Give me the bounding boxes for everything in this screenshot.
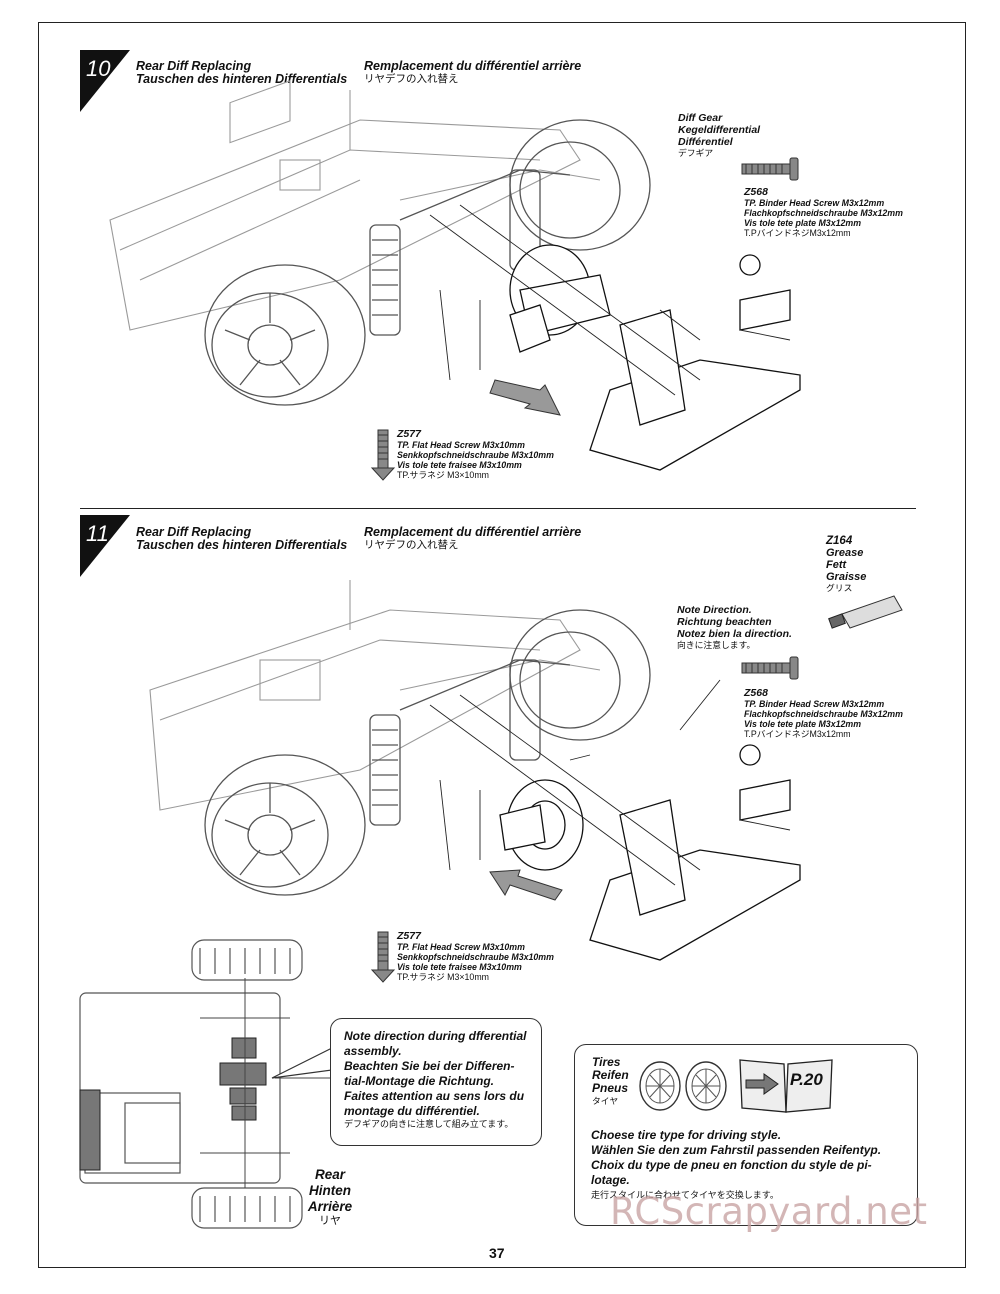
z577-label-de: Senkkopfschneidschraube M3x10mm bbox=[397, 450, 554, 460]
tires-label-jp: タイヤ bbox=[592, 1096, 619, 1106]
step-title-fr: Remplacement du différentiel arrière bbox=[364, 525, 582, 539]
step-title-en: Rear Diff Replacing bbox=[136, 525, 252, 539]
diff-gear-label-de: Kegeldifferential bbox=[678, 124, 761, 136]
z568-label-de: Flachkopfschneidschraube M3x12mm bbox=[744, 709, 903, 719]
z577-code: Z577 bbox=[397, 930, 421, 942]
top-view-chassis-illustration bbox=[79, 939, 330, 1229]
z577-label-jp: TP.サラネジ M3×10mm bbox=[397, 972, 489, 982]
grease-label-jp: グリス bbox=[826, 583, 853, 593]
rear-label-de: Hinten bbox=[309, 1183, 351, 1198]
watermark: RCScrapyard.net bbox=[610, 1190, 928, 1233]
note-direction-jp: 向きに注意します。 bbox=[677, 640, 756, 650]
grease-label-de: Fett bbox=[826, 559, 847, 571]
note-direction-en: Note Direction. bbox=[677, 604, 752, 616]
z568-label-fr: Vis tole tete plate M3x12mm bbox=[744, 218, 862, 228]
tires-note-fr: Choix du type de pneu en fonction du sty… bbox=[591, 1158, 872, 1187]
z568-code: Z568 bbox=[744, 687, 768, 699]
assembly-note-fr: Faites attention au sens lors du montage… bbox=[344, 1089, 525, 1118]
tires-label-de: Reifen bbox=[592, 1068, 629, 1082]
rear-label-fr: Arrière bbox=[307, 1199, 353, 1214]
rear-label-en: Rear bbox=[314, 1167, 346, 1182]
step-title-de: Tauschen des hinteren Differentials bbox=[136, 538, 348, 552]
assembly-note-jp: デフギアの向きに注意して組み立てます。 bbox=[344, 1119, 514, 1129]
chassis-illustration bbox=[109, 80, 801, 471]
assembly-note-box bbox=[330, 1018, 542, 1146]
tires-note-de: Wählen Sie den zum Fahrstil passenden Re… bbox=[591, 1143, 882, 1157]
screw-z577-icon bbox=[370, 931, 396, 983]
step-title-jp: リヤデフの入れ替え bbox=[364, 539, 459, 551]
grease-code: Z164 bbox=[826, 535, 853, 547]
step-number-badge bbox=[80, 515, 130, 577]
rear-label: Rear Hinten Arrière リヤ bbox=[300, 1167, 360, 1227]
diff-gear-label-jp: デフギア bbox=[678, 148, 714, 158]
step-title-en: Rear Diff Replacing bbox=[136, 59, 252, 73]
tires-note-jp: 走行スタイルに合わせてタイヤを交換します。 bbox=[591, 1190, 779, 1200]
z577-code: Z577 bbox=[397, 428, 421, 440]
z568-label-en: TP. Binder Head Screw M3x12mm bbox=[744, 198, 885, 208]
step-number: 10 bbox=[86, 56, 111, 81]
z568-label-fr: Vis tole tete plate M3x12mm bbox=[744, 719, 862, 729]
tire-icon bbox=[639, 1061, 681, 1111]
tire-icon bbox=[685, 1061, 727, 1111]
step-title-jp: リヤデフの入れ替え bbox=[364, 73, 459, 85]
assembly-note-de: Beachten Sie bei der Differen- tial-Mont… bbox=[344, 1059, 515, 1088]
grease-tube-icon bbox=[828, 595, 903, 629]
section-divider bbox=[80, 508, 916, 509]
diff-gear-label-en: Diff Gear bbox=[678, 112, 723, 124]
z577-label-jp: TP.サラネジ M3×10mm bbox=[397, 470, 489, 480]
step-title-fr: Remplacement du différentiel arrière bbox=[364, 59, 582, 73]
rear-label-jp: リヤ bbox=[319, 1215, 341, 1227]
z577-label-en: TP. Flat Head Screw M3x10mm bbox=[397, 440, 525, 450]
z568-label-en: TP. Binder Head Screw M3x12mm bbox=[744, 699, 885, 709]
page-number: 37 bbox=[489, 1245, 505, 1261]
z577-label-de: Senkkopfschneidschraube M3x10mm bbox=[397, 952, 554, 962]
screw-z568-icon bbox=[741, 157, 799, 181]
assembly-note-en: Note direction during dfferential assemb… bbox=[344, 1029, 527, 1058]
z568-label-de: Flachkopfschneidschraube M3x12mm bbox=[744, 208, 903, 218]
note-direction-fr: Notez bien la direction. bbox=[677, 628, 792, 640]
page-reference: P.20 bbox=[790, 1070, 823, 1089]
diff-gear-label-fr: Différentiel bbox=[678, 136, 733, 148]
z577-label-fr: Vis tole tete fraisee M3x10mm bbox=[397, 962, 522, 972]
z577-label-fr: Vis tole tete fraisee M3x10mm bbox=[397, 460, 522, 470]
z568-label-jp: T.PバインドネジM3x12mm bbox=[744, 228, 851, 238]
screw-z568-icon bbox=[741, 656, 799, 680]
step-number: 11 bbox=[86, 521, 109, 546]
tires-label-en: Tires bbox=[592, 1055, 621, 1069]
callout-pointer bbox=[271, 1047, 333, 1079]
tires-note-en: Choese tire type for driving style. bbox=[591, 1128, 782, 1142]
page-frame bbox=[38, 22, 966, 1268]
chassis-illustration bbox=[149, 580, 801, 961]
tires-label-fr: Pneus bbox=[592, 1081, 629, 1095]
step-number-badge bbox=[80, 50, 130, 112]
step-title-de: Tauschen des hinteren Differentials bbox=[136, 72, 348, 86]
z568-code: Z568 bbox=[744, 186, 768, 198]
screw-z577-icon bbox=[370, 429, 396, 481]
grease-label-fr: Graisse bbox=[826, 571, 867, 583]
page-reference-book-icon bbox=[739, 1059, 833, 1113]
z568-label-jp: T.PバインドネジM3x12mm bbox=[744, 729, 851, 739]
grease-label-en: Grease bbox=[826, 547, 864, 559]
z577-label-en: TP. Flat Head Screw M3x10mm bbox=[397, 942, 525, 952]
note-direction-de: Richtung beachten bbox=[677, 616, 772, 628]
